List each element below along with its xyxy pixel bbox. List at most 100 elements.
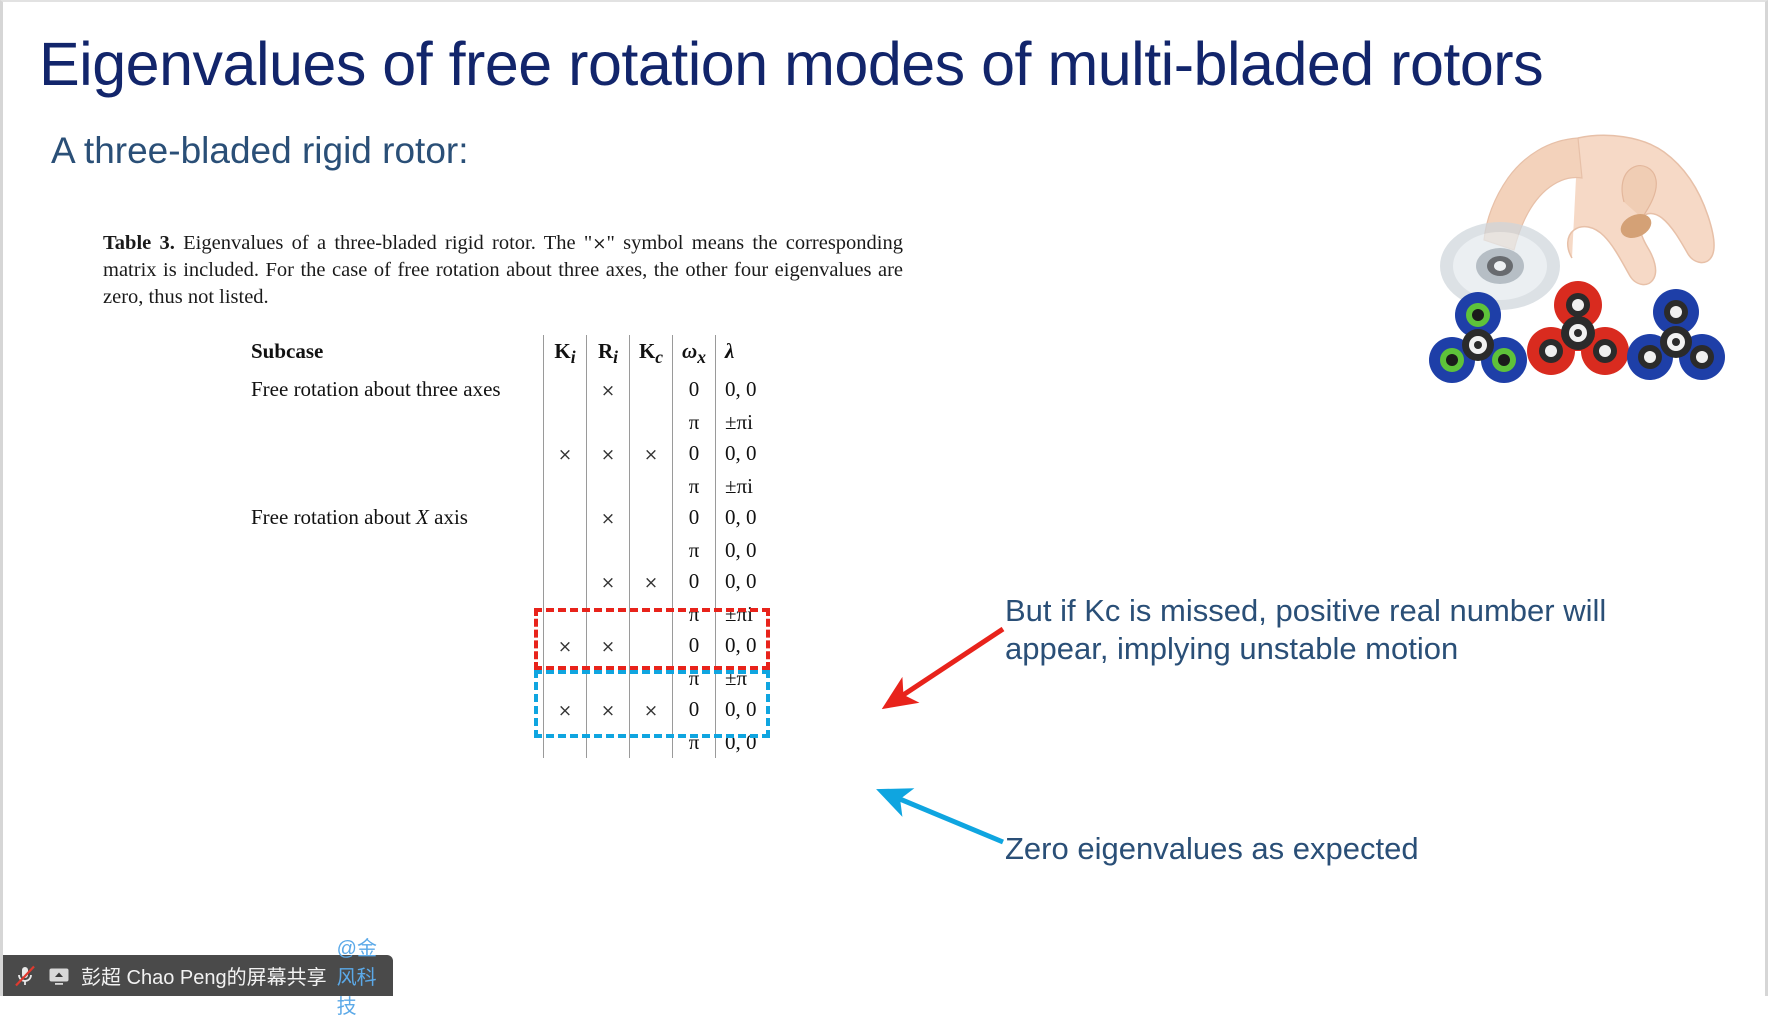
spinner-blue xyxy=(1627,289,1725,380)
col-header-lambda: λ xyxy=(715,335,781,375)
cell-ki: × xyxy=(543,630,587,664)
cell-omega-x: 0 xyxy=(672,438,716,472)
cell-kc xyxy=(629,630,673,664)
cell-lambda: ±πi xyxy=(715,471,781,503)
hand-illustration xyxy=(1483,134,1715,286)
caption-label: Table 3. xyxy=(103,232,175,254)
cell-lambda: 0, 0 xyxy=(715,438,781,472)
cell-ki xyxy=(543,502,587,536)
cell-omega-x: π xyxy=(672,663,716,695)
cell-lambda: 0, 0 xyxy=(715,374,781,408)
arrow-red xyxy=(881,626,1005,710)
cell-ri xyxy=(586,407,630,439)
spinner-red xyxy=(1527,281,1629,375)
eigenvalue-table: Subcase Ki Ri Kc ωx λ Free rotation abou… xyxy=(243,335,781,762)
cell-omega-x: π xyxy=(672,471,716,503)
cell-subcase: Free rotation about X axis xyxy=(251,505,468,530)
col-header-ki: Ki xyxy=(543,335,587,375)
caption-text-1: Eigenvalues of a three-bladed rigid roto… xyxy=(174,232,593,254)
table-figure: Table 3. Eigenvalues of a three-bladed r… xyxy=(103,230,1003,311)
cell-ri: × xyxy=(586,566,630,600)
cell-omega-x: 0 xyxy=(672,374,716,408)
cell-lambda: 0, 0 xyxy=(715,694,781,728)
cell-kc: × xyxy=(629,566,673,600)
cell-omega-x: π xyxy=(672,599,716,631)
cell-lambda: 0, 0 xyxy=(715,727,781,759)
screen-share-icon[interactable] xyxy=(47,963,71,989)
cell-lambda: 0, 0 xyxy=(715,566,781,600)
table-bottom-rule xyxy=(243,758,781,762)
cell-ri: × xyxy=(586,502,630,536)
cell-ki: × xyxy=(543,438,587,472)
annotation-blue-text: Zero eigenvalues as expected xyxy=(1005,831,1419,866)
cell-lambda: 0, 0 xyxy=(715,630,781,664)
fidget-spinner-photo xyxy=(1428,130,1728,420)
caption-text-2: " symbol means the corresponding matrix … xyxy=(103,232,903,309)
caption-times-symbol: × xyxy=(592,234,607,254)
cell-kc: × xyxy=(629,694,673,728)
mic-muted-icon[interactable] xyxy=(13,963,37,989)
col-header-ri: Ri xyxy=(586,335,630,375)
cell-ki xyxy=(543,407,587,439)
cell-kc xyxy=(629,502,673,536)
col-header-kc: Kc xyxy=(629,335,673,375)
arrow-blue xyxy=(876,788,1004,845)
share-owner-label: 彭超 Chao Peng的屏幕共享 xyxy=(81,967,327,989)
spinning-spinner xyxy=(1440,222,1560,310)
cell-kc: × xyxy=(629,438,673,472)
share-org-label: @金风科技 xyxy=(336,938,377,1018)
cell-ki xyxy=(543,471,587,503)
cell-ri: × xyxy=(586,694,630,728)
cell-ri xyxy=(586,599,630,631)
spinner-green-blue xyxy=(1429,292,1527,383)
page-title: Eigenvalues of free rotation modes of mu… xyxy=(39,30,1544,98)
cell-kc xyxy=(629,407,673,439)
table-row: π±πi xyxy=(243,599,781,631)
cell-ri: × xyxy=(586,374,630,408)
cell-kc xyxy=(629,599,673,631)
col-header-omega-x: ωx xyxy=(672,335,716,375)
cell-ki xyxy=(543,663,587,695)
table-header-row: Subcase Ki Ri Kc ωx λ xyxy=(243,335,781,375)
cell-ki xyxy=(543,727,587,759)
cell-omega-x: 0 xyxy=(672,566,716,600)
cell-kc xyxy=(629,663,673,695)
cell-lambda: 0, 0 xyxy=(715,502,781,536)
cell-omega-x: π xyxy=(672,535,716,567)
cell-ri xyxy=(586,471,630,503)
cell-lambda: ±πi xyxy=(715,599,781,631)
cell-omega-x: π xyxy=(672,727,716,759)
slide-subtitle: A three-bladed rigid rotor: xyxy=(51,130,469,171)
cell-omega-x: 0 xyxy=(672,630,716,664)
cell-ki xyxy=(543,599,587,631)
table-row: π±πi xyxy=(243,407,781,439)
table-row: π±πi xyxy=(243,471,781,503)
cell-lambda: ±π xyxy=(715,663,781,695)
cell-kc xyxy=(629,374,673,408)
bottom-rule-cell xyxy=(243,758,781,762)
cell-kc xyxy=(629,471,673,503)
cell-ki: × xyxy=(543,694,587,728)
cell-kc xyxy=(629,727,673,759)
cell-ri xyxy=(586,663,630,695)
cell-ki xyxy=(543,374,587,408)
cell-lambda: 0, 0 xyxy=(715,535,781,567)
screen-share-taskbar[interactable]: 彭超 Chao Peng的屏幕共享 @金风科技 xyxy=(3,938,393,1018)
cell-omega-x: 0 xyxy=(672,694,716,728)
annotation-red-text: But if Kc is missed, positive real numbe… xyxy=(1005,593,1607,666)
cell-ki xyxy=(543,566,587,600)
cell-ki xyxy=(543,535,587,567)
cell-lambda: ±πi xyxy=(715,407,781,439)
cell-ri: × xyxy=(586,438,630,472)
cell-subcase: Free rotation about three axes xyxy=(251,377,501,402)
col-header-subcase: Subcase xyxy=(251,339,324,363)
